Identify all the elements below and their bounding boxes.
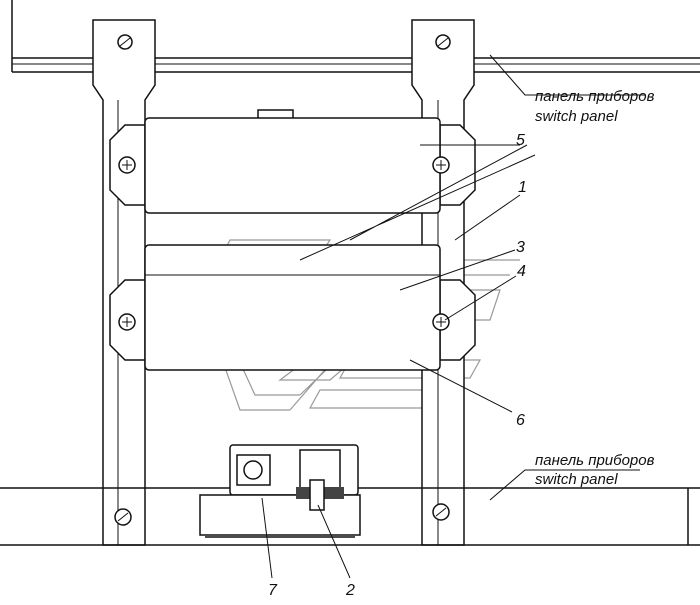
bottom-connector xyxy=(199,444,361,538)
callout-2: 2 xyxy=(345,582,355,599)
callout-1: 1 xyxy=(518,179,527,196)
switch-block-upper xyxy=(109,109,476,214)
callout-3: 3 xyxy=(516,239,525,256)
switch-block-lower xyxy=(109,244,476,371)
callout-4: 4 xyxy=(517,263,526,280)
bottom-panel-label-en: switch panel xyxy=(535,471,618,488)
top-panel-label-ru: панель приборов xyxy=(535,88,655,105)
leader-lines xyxy=(261,54,645,579)
top-panel-label-en: switch panel xyxy=(535,108,618,125)
bottom-panel-label-ru: панель приборов xyxy=(535,452,655,469)
callout-6: 6 xyxy=(516,412,525,429)
callout-5: 5 xyxy=(516,132,525,149)
callout-7: 7 xyxy=(268,582,278,599)
